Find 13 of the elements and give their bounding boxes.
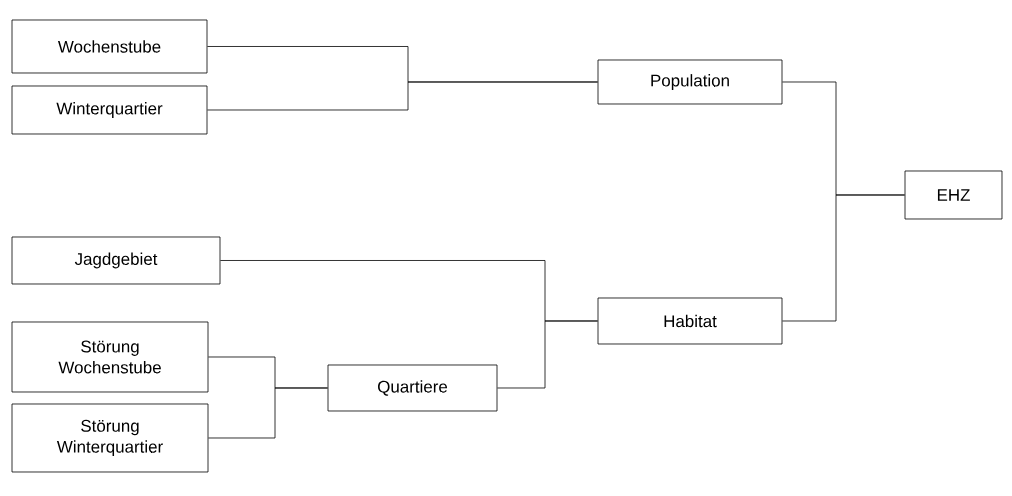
connector-line: [497, 320, 598, 389]
box: Störung Winterquartier: [11, 403, 209, 473]
box: Population: [597, 59, 783, 105]
box: Quartiere: [327, 364, 498, 412]
connector-line: [207, 81, 598, 111]
box: EHZ: [904, 170, 1003, 220]
box: Wochenstube: [11, 19, 208, 74]
box: Habitat: [597, 297, 783, 345]
box: Winterquartier: [11, 85, 208, 135]
connector-line: [208, 387, 328, 439]
box: Jagdgebiet: [11, 236, 221, 285]
connector-line: [782, 194, 905, 322]
box: Störung Wochenstube: [11, 321, 209, 393]
